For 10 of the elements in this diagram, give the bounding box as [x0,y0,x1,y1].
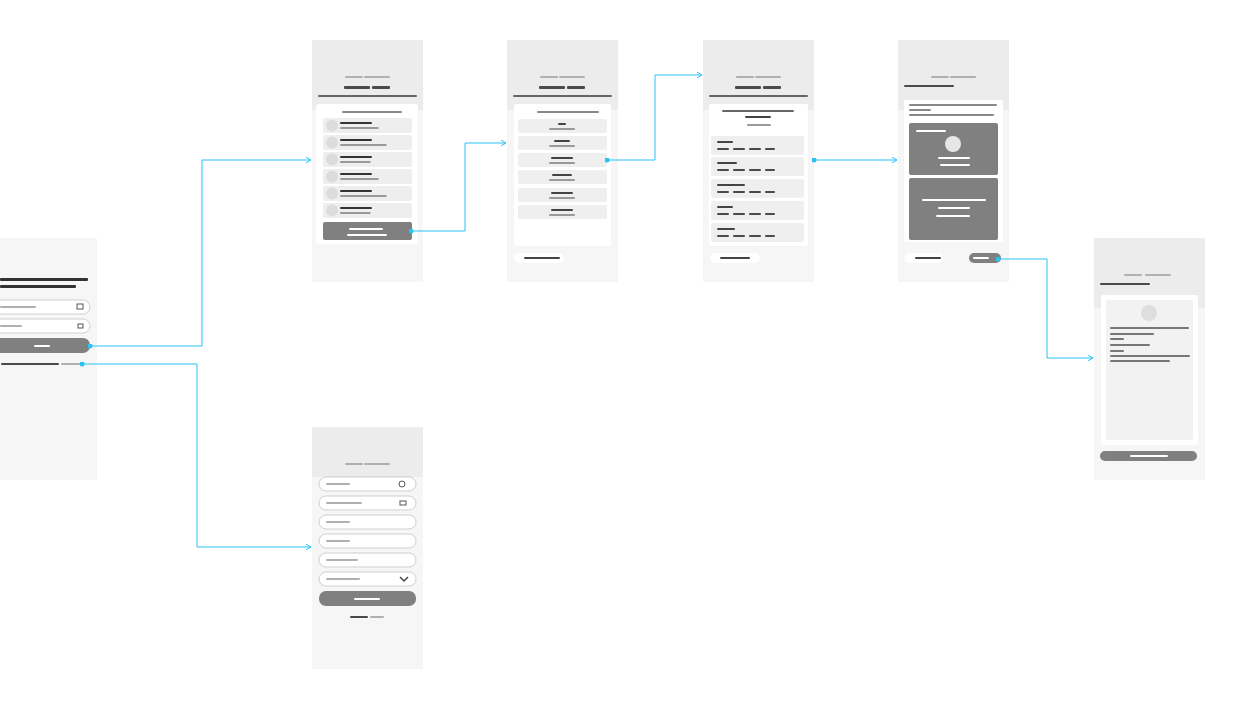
phone-screen-wireframe-drawing [703,40,814,282]
phone-screen-wireframe-drawing [0,238,97,480]
flow-arrow [995,256,1094,362]
flow-arrow [811,156,898,164]
flow-arrow [79,361,312,551]
phone-screen-wireframe-drawing [898,40,1009,282]
phone-screen-wireframe-drawing [1094,238,1205,480]
phone-screen-wireframe-drawing [312,40,423,282]
phone-screen-wireframe-drawing [507,40,618,282]
phone-screen-wireframe-drawing [312,427,423,669]
